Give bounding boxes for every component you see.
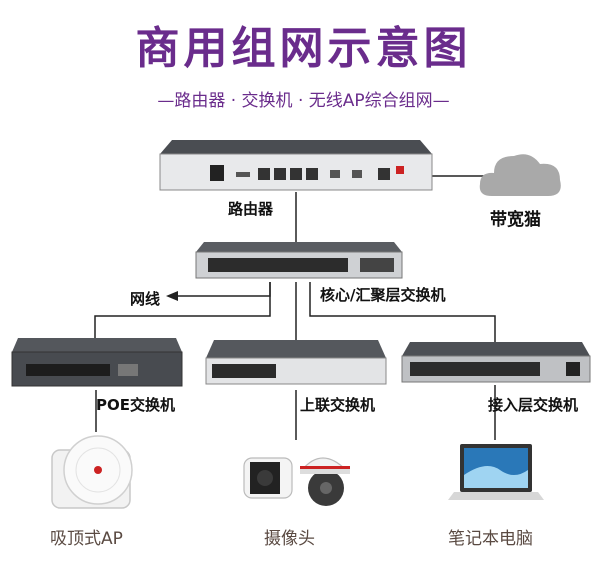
ceiling-ap-icon xyxy=(51,435,133,509)
laptop-label: 笔记本电脑 xyxy=(448,529,533,549)
cable-label: 网线 xyxy=(130,290,161,308)
diagram-subtitle: —路由器 · 交换机 · 无线AP综合组网— xyxy=(157,91,450,111)
core-switch-device xyxy=(195,242,403,279)
line-core-cable xyxy=(178,282,271,297)
line-core-poe xyxy=(94,282,271,340)
cloud-icon xyxy=(479,154,561,196)
core-switch-label: 核心/汇聚层交换机 xyxy=(320,286,446,304)
poe-switch-device xyxy=(11,338,183,387)
cable-arrow-icon xyxy=(166,291,178,301)
ap-label: 吸顶式AP xyxy=(50,529,123,549)
access-switch-label: 接入层交换机 xyxy=(488,396,579,414)
diagram-title: 商用组网示意图 xyxy=(135,23,472,74)
connection-lines xyxy=(94,175,496,440)
line-core-access xyxy=(309,282,496,344)
camera-icon xyxy=(243,457,350,506)
uplink-switch-device xyxy=(205,340,387,385)
uplink-switch-label: 上联交换机 xyxy=(300,396,376,414)
access-switch-device xyxy=(401,342,591,383)
router-device xyxy=(159,140,433,191)
router-label: 路由器 xyxy=(228,200,274,218)
modem-label: 带宽猫 xyxy=(490,210,541,230)
camera-label: 摄像头 xyxy=(264,529,315,549)
laptop-icon xyxy=(448,444,544,500)
poe-switch-label: POE交换机 xyxy=(96,396,175,414)
